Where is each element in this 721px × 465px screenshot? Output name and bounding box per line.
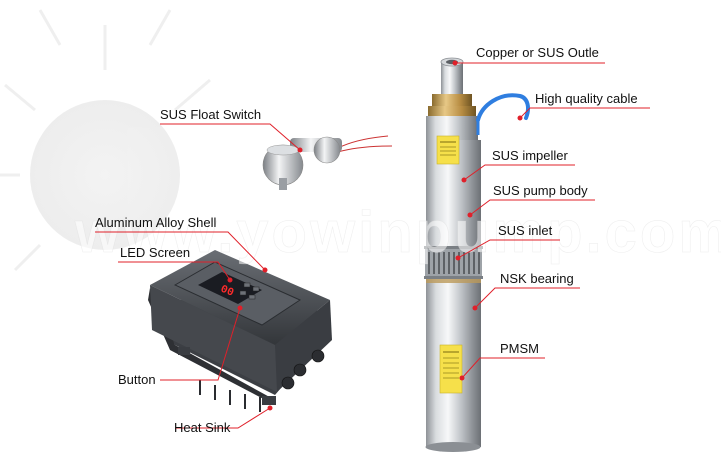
label-inlet: SUS inlet	[498, 223, 553, 238]
pointer-dots	[227, 60, 523, 411]
label-heat-sink: Heat Sink	[174, 420, 231, 435]
led-digits: 00	[219, 284, 236, 300]
submersible-pump	[424, 57, 530, 452]
label-pump-body: SUS pump body	[493, 183, 588, 198]
label-outlet: Copper or SUS Outle	[476, 45, 599, 60]
label-shell: Aluminum Alloy Shell	[95, 215, 217, 230]
label-screen: LED Screen	[120, 245, 191, 260]
label-cable: High quality cable	[535, 91, 638, 106]
label-motor: PMSM	[500, 341, 539, 356]
label-float-switch: SUS Float Switch	[160, 107, 262, 122]
label-bearing: NSK bearing	[500, 271, 574, 286]
pointer-lines	[95, 62, 650, 429]
background-sun	[0, 9, 211, 272]
controller-box: 00	[148, 250, 332, 412]
float-switch	[262, 135, 393, 190]
label-impeller: SUS impeller	[492, 148, 568, 163]
label-button: Button	[118, 372, 156, 387]
